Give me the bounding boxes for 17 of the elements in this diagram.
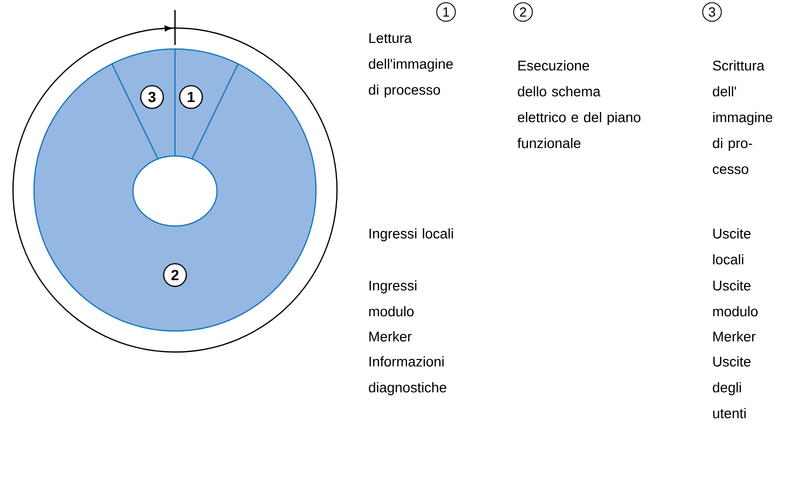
table-text: Uscite modulo (713, 280, 758, 316)
table-text: Merker (713, 331, 756, 342)
table-text: Ingressi locali (370, 228, 453, 242)
table-text: Merker (369, 331, 412, 342)
callout-number: 1 (436, 2, 456, 22)
table-text: Uscite locali (713, 228, 751, 264)
callout-number: 3 (140, 85, 164, 109)
table-text: Ingressi modulo (369, 280, 416, 316)
callout-number: 2 (513, 2, 533, 22)
table-text: Informazioni diagnostiche (368, 356, 446, 396)
table-text: Uscite degli utenti (712, 356, 751, 418)
table-text: Esecuzione dello schema elettrico e del piano funzionale (517, 60, 640, 148)
table-text: Scrittura dell' immagine di pro- cesso (712, 60, 772, 174)
callout-number: 3 (702, 2, 722, 22)
callout-number: 2 (163, 263, 187, 287)
callout-number: 1 (179, 85, 203, 109)
table-text: Lettura dell'immagine di processo (368, 33, 453, 98)
